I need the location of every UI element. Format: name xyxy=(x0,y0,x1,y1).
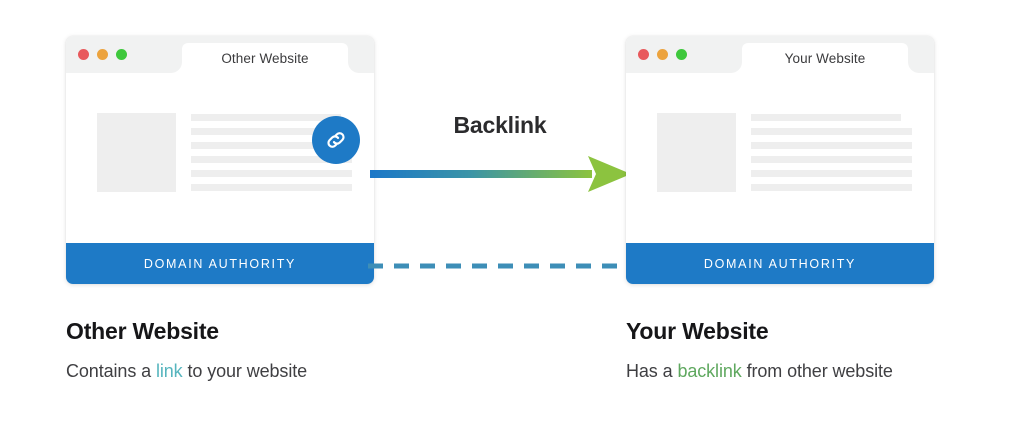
caption-text: Contains a link to your website xyxy=(66,361,307,382)
tab-shoulder-right-icon xyxy=(348,62,359,73)
caption-text-before: Contains a xyxy=(66,361,156,381)
placeholder-line xyxy=(191,128,352,135)
caption-other-website: Other Website Contains a link to your we… xyxy=(66,318,307,382)
tab-shoulder-left-icon xyxy=(171,62,182,73)
caption-text-after: to your website xyxy=(182,361,308,381)
placeholder-line xyxy=(191,142,352,149)
domain-authority-bar-other-website: DOMAIN AUTHORITY xyxy=(66,243,374,284)
caption-text-after: from other website xyxy=(741,361,893,381)
backlink-label: Backlink xyxy=(453,112,547,138)
caption-text: Has a backlink from other website xyxy=(626,361,893,382)
caption-highlight-backlink[interactable]: backlink xyxy=(677,361,742,381)
close-button-icon[interactable] xyxy=(78,49,89,60)
caption-highlight-link[interactable]: link xyxy=(155,361,183,381)
placeholder-line xyxy=(191,156,352,163)
browser-tab-label: Other Website xyxy=(221,50,309,66)
browser-titlebar: Your Website xyxy=(626,36,934,73)
image-placeholder xyxy=(657,113,736,192)
placeholder-line xyxy=(751,156,912,163)
caption-text-before: Has a xyxy=(626,361,678,381)
close-button-icon[interactable] xyxy=(638,49,649,60)
maximize-button-icon[interactable] xyxy=(676,49,687,60)
text-placeholder-lines xyxy=(191,113,352,192)
tab-shoulder-right-icon xyxy=(908,62,919,73)
connector-group: Backlink xyxy=(360,100,640,290)
placeholder-line xyxy=(751,184,912,191)
text-placeholder-lines xyxy=(751,113,912,192)
domain-authority-bar-your-website: DOMAIN AUTHORITY xyxy=(626,243,934,284)
browser-window-other-website: Other Website xyxy=(66,36,374,284)
minimize-button-icon[interactable] xyxy=(97,49,108,60)
placeholder-line xyxy=(751,128,912,135)
browser-tab-other-website[interactable]: Other Website xyxy=(171,43,359,73)
domain-authority-label: DOMAIN AUTHORITY xyxy=(703,256,857,271)
placeholder-line xyxy=(191,114,341,121)
placeholder-line xyxy=(751,114,901,121)
maximize-button-icon[interactable] xyxy=(116,49,127,60)
content-placeholder xyxy=(97,113,352,192)
traffic-light-buttons xyxy=(78,49,127,60)
page-content-area xyxy=(626,73,934,243)
caption-heading: Other Website xyxy=(66,318,219,344)
minimize-button-icon[interactable] xyxy=(657,49,668,60)
placeholder-line xyxy=(751,170,912,177)
content-placeholder xyxy=(657,113,912,192)
browser-titlebar: Other Website xyxy=(66,36,374,73)
browser-tab-label: Your Website xyxy=(784,50,866,66)
placeholder-line xyxy=(191,184,352,191)
placeholder-line xyxy=(191,170,352,177)
caption-heading: Your Website xyxy=(626,318,769,344)
image-placeholder xyxy=(97,113,176,192)
caption-your-website: Your Website Has a backlink from other w… xyxy=(626,318,893,382)
backlink-arrow-icon xyxy=(370,156,631,192)
traffic-light-buttons xyxy=(638,49,687,60)
chain-link-icon xyxy=(327,132,345,148)
tab-shoulder-left-icon xyxy=(731,62,742,73)
connector-graphics xyxy=(368,156,632,269)
domain-authority-label: DOMAIN AUTHORITY xyxy=(143,256,297,271)
browser-window-your-website: Your Website DOMAIN AUTHORITY xyxy=(626,36,934,284)
placeholder-line xyxy=(751,142,912,149)
link-badge[interactable] xyxy=(312,116,360,164)
browser-tab-your-website[interactable]: Your Website xyxy=(731,43,919,73)
page-content-area xyxy=(66,73,374,243)
